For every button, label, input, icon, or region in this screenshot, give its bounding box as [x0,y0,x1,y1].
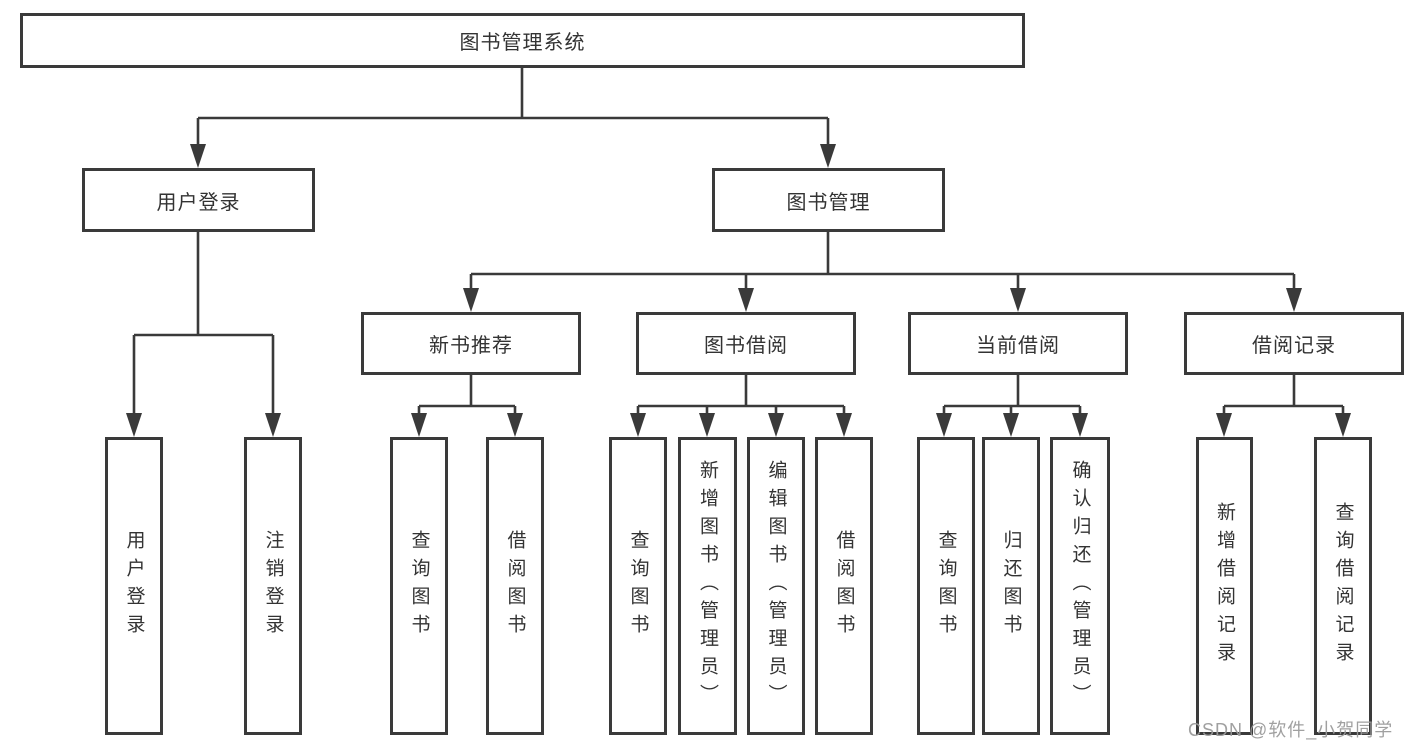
node-book-management: 图书管理 [712,168,945,232]
csdn-watermark: CSDN @软件_小贺同学 [1188,720,1394,740]
node-book-management-label: 图书管理 [786,191,871,214]
leaf-cb-query-book: 查询图书 [917,437,975,735]
node-new-book-recommend: 新书推荐 [361,312,581,375]
leaf-nb-query-book-label: 查询图书 [408,530,430,642]
node-book-borrow: 图书借阅 [636,312,856,375]
leaf-bb-edit-book-admin: 编辑图书（管理员） [747,437,805,735]
arrowheads [126,144,1351,437]
node-borrow-record-label: 借阅记录 [1252,335,1336,357]
node-user-login-label: 用户登录 [156,191,241,214]
node-root: 图书管理系统 [20,13,1025,68]
leaf-logout: 注销登录 [244,437,302,735]
leaf-cb-query-book-label: 查询图书 [935,530,957,642]
node-current-borrow: 当前借阅 [908,312,1128,375]
leaf-cb-confirm-return-admin: 确认归还（管理员） [1050,437,1110,735]
leaf-bb-add-book-admin: 新增图书（管理员） [678,437,737,735]
node-book-borrow-label: 图书借阅 [704,335,788,357]
leaf-bb-borrow-book-label: 借阅图书 [833,530,855,642]
leaf-br-query-record: 查询借阅记录 [1314,437,1372,735]
leaf-bb-query-book: 查询图书 [609,437,667,735]
leaf-nb-query-book: 查询图书 [390,437,448,735]
leaf-br-add-record: 新增借阅记录 [1196,437,1253,735]
node-root-label: 图书管理系统 [459,32,586,54]
node-user-login: 用户登录 [82,168,315,232]
leaf-cb-return-book-label: 归还图书 [1000,530,1022,642]
leaf-cb-confirm-return-admin-label: 确认归还（管理员） [1069,460,1091,712]
leaf-cb-return-book: 归还图书 [982,437,1040,735]
leaf-nb-borrow-book-label: 借阅图书 [504,530,526,642]
leaf-user-login: 用户登录 [105,437,163,735]
node-current-borrow-label: 当前借阅 [976,335,1060,357]
leaf-bb-borrow-book: 借阅图书 [815,437,873,735]
leaf-logout-label: 注销登录 [262,530,284,642]
leaf-bb-query-book-label: 查询图书 [627,530,649,642]
leaf-br-query-record-label: 查询借阅记录 [1332,502,1354,670]
leaf-user-login-label: 用户登录 [123,530,145,642]
leaf-br-add-record-label: 新增借阅记录 [1214,502,1235,670]
node-new-book-recommend-label: 新书推荐 [429,335,513,357]
leaf-nb-borrow-book: 借阅图书 [486,437,544,735]
leaf-bb-edit-book-admin-label: 编辑图书（管理员） [765,460,787,712]
node-borrow-record: 借阅记录 [1184,312,1404,375]
leaf-bb-add-book-admin-label: 新增图书（管理员） [697,460,718,712]
